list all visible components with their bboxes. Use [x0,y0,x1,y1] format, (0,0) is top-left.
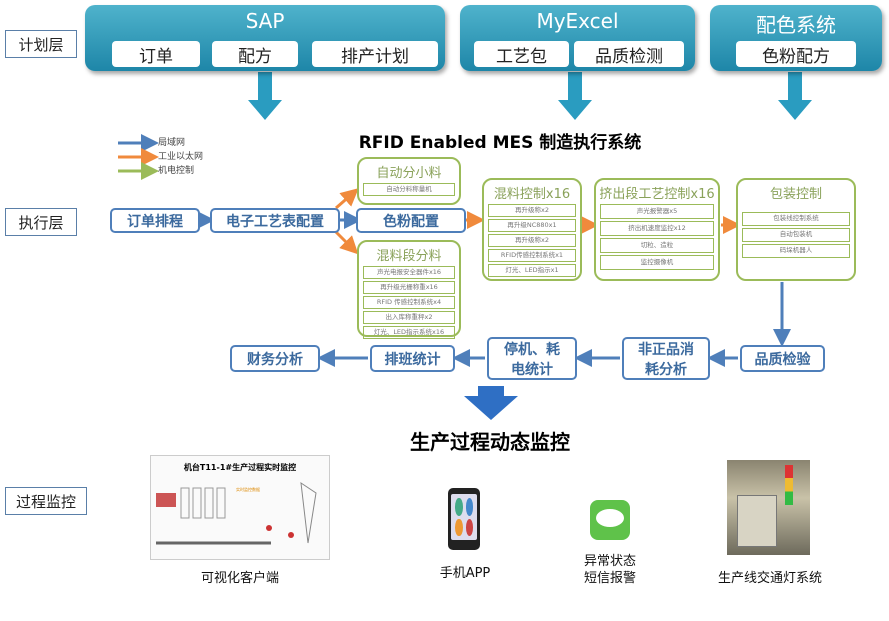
myexcel-banner: MyExcel 工艺包 品质检测 [460,5,695,71]
big-down-arrow [464,386,518,420]
screen-title: 机台T11-1#生产过程实时监控 [183,463,297,472]
packaging-control-box: 包装控制 包装线控制系统 自动包装机 码垛机器人 [736,178,856,281]
mobile-app-label: 手机APP [439,566,491,581]
down-arrow-sap [248,72,282,120]
sms-label-line: 异常状态 [583,554,636,569]
color-system-item: 色粉配方 [736,41,856,67]
order-scheduling-box: 订单排程 [110,208,200,233]
sub-item: 出入库称重秤x2 [363,311,455,324]
layer-plan-label: 计划层 [5,30,77,58]
sms-label-line: 短信报警 [583,571,636,586]
mix-segment-box: 混料段分料 声光电报安全器件x16 再升级光栅称重x16 RFID 传感控制系统… [357,240,461,339]
legend-electromech: 机电控制 [158,166,195,176]
mes-title: RFID Enabled MES 制造执行系统 [358,133,642,153]
monitor-title: 生产过程动态监控 [410,430,570,454]
auto-batching-box: 自动分小料 自动分料称量机 [357,157,461,205]
sub-item: RFID传感控制系统x1 [488,249,576,262]
legend-ethernet: 工业以太网 [158,152,204,162]
quality-inspection-box: 品质检验 [740,345,825,372]
sub-item: 挤出机速度监控x12 [600,221,714,236]
myexcel-title: MyExcel [536,9,619,33]
sub-item: 监控摄像机 [600,255,714,270]
sub-item: 再升级称x2 [488,204,576,217]
color-system-banner: 配色系统 色粉配方 [710,5,882,71]
sub-item: 再升级称x2 [488,234,576,247]
sub-item: 切粒、造粒 [600,238,714,253]
sub-item: 再升级光栅称重x16 [363,281,455,294]
auto-batching-title: 自动分小料 [376,166,442,181]
sub-item: 码垛机器人 [742,244,850,258]
color-system-title: 配色系统 [756,13,836,37]
toner-config-box: 色粉配置 [356,208,466,233]
sap-item: 订单 [112,41,200,67]
extrusion-control-box: 挤出段工艺控制x16 声光报警器x5 挤出机速度监控x12 切粒、造粒 监控摄像… [594,178,720,281]
sub-item: RFID 传感控制系统x4 [363,296,455,309]
mix-segment-title: 混料段分料 [376,249,442,264]
packaging-control-title: 包装控制 [769,187,822,202]
sap-item: 排产计划 [312,41,438,67]
shift-stats-box: 排班统计 [370,345,455,372]
sap-title: SAP [245,9,285,33]
sub-item: 再升级NC880x1 [488,219,576,232]
traffic-light-photo [727,460,810,555]
sub-item: 声光电报安全器件x16 [363,266,455,279]
mix-control-title: 混料控制x16 [493,187,571,202]
sub-item: 自动分料称量机 [363,183,455,196]
sap-item: 配方 [212,41,298,67]
sub-item: 包装线控制系统 [742,212,850,226]
downtime-stats-box: 停机、耗电统计 [487,337,577,380]
client-label: 可视化客户端 [200,571,279,586]
extrusion-control-title: 挤出段工艺控制x16 [599,187,715,202]
traffic-light-icon [785,465,793,505]
layer-exec-label: 执行层 [5,208,77,236]
finance-analysis-box: 财务分析 [230,345,320,372]
layer-monitor-label: 过程监控 [5,487,87,515]
mix-control-box: 混料控制x16 再升级称x2 再升级NC880x1 再升级称x2 RFID传感控… [482,178,582,281]
legend-lan: 局域网 [158,138,186,148]
myexcel-item: 工艺包 [474,41,569,67]
nonprime-analysis-box: 非正品消耗分析 [622,337,710,380]
legend: 局域网 工业以太网 机电控制 [158,136,203,178]
sub-item: 声光报警器x5 [600,204,714,219]
sub-item: 灯光、LED指示系统x16 [363,326,455,339]
sms-alert-label: 异常状态 短信报警 [560,553,660,587]
client-screenshot: 机台T11-1#生产过程实时监控 实时监控数据 [150,455,330,560]
sms-icon [590,500,630,540]
machine-icon [737,495,777,547]
sap-banner: SAP 订单 配方 排产计划 [85,5,445,71]
process-schematic-icon: 实时监控数据 [156,481,317,545]
down-arrow-myexcel [558,72,592,120]
svg-text:实时监控数据: 实时监控数据 [236,486,260,492]
myexcel-item: 品质检测 [574,41,684,67]
sub-item: 自动包装机 [742,228,850,242]
down-arrow-color [778,72,812,120]
phone-icon [448,488,480,550]
sub-item: 灯光、LED指示x1 [488,264,576,277]
traffic-light-label: 生产线交通灯系统 [717,571,822,586]
e-process-table-box: 电子工艺表配置 [210,208,340,233]
